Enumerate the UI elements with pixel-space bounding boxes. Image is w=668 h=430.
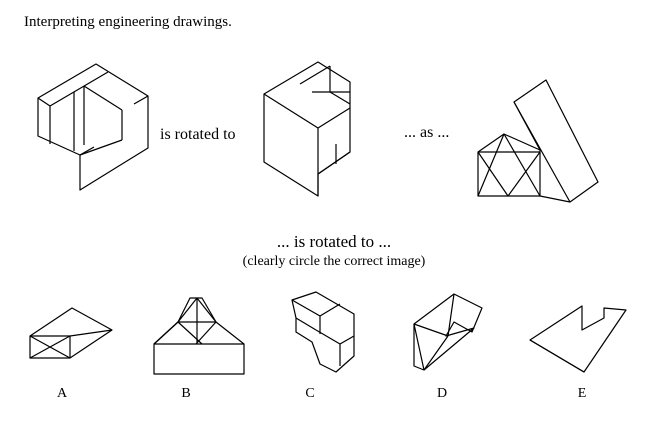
option-d-figure[interactable] bbox=[413, 293, 483, 371]
option-e-figure[interactable] bbox=[529, 305, 627, 373]
instruction-line-1: ... is rotated to ... bbox=[276, 232, 392, 251]
rotated-to-phrase: is rotated to bbox=[160, 126, 236, 143]
option-d-label: D bbox=[436, 386, 448, 401]
as-phrase: ... as ... bbox=[404, 124, 450, 141]
option-b-label: B bbox=[181, 386, 191, 401]
option-a-label: A bbox=[56, 386, 68, 401]
option-c-label: C bbox=[305, 386, 315, 401]
source-shape-figure bbox=[37, 63, 149, 191]
option-c-figure[interactable] bbox=[291, 291, 355, 373]
option-b-figure[interactable] bbox=[153, 297, 245, 375]
worksheet-title: Interpreting engineering drawings. bbox=[24, 14, 232, 30]
instruction-line-2: (clearly circle the correct image) bbox=[242, 254, 426, 269]
rotated-shape-figure bbox=[263, 61, 351, 197]
option-e-label: E bbox=[577, 386, 587, 401]
reference-shape-figure bbox=[477, 79, 599, 203]
option-a-figure[interactable] bbox=[29, 307, 113, 359]
